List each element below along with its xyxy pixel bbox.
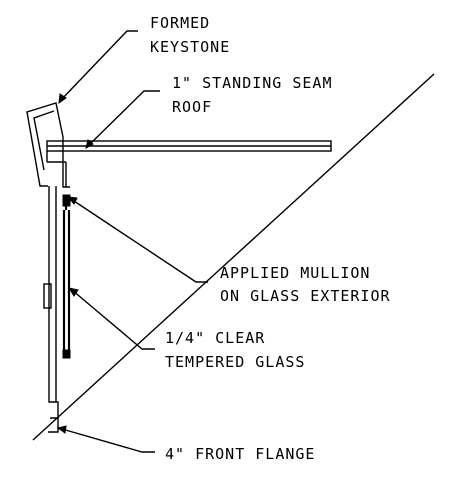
label-keystone: KEYSTONE: [150, 38, 230, 56]
label-roof-line2: ROOF: [172, 98, 212, 116]
label-mullion-line1: APPLIED MULLION: [220, 264, 370, 282]
section-cut-line: [32, 73, 435, 441]
leader-keystone: [58, 30, 138, 105]
applied-mullion: [62, 194, 71, 210]
label-roof-line1: 1" STANDING SEAM: [172, 74, 333, 92]
leader-flange: [56, 425, 155, 453]
leader-mullion: [66, 196, 208, 283]
label-mullion-line2: ON GLASS EXTERIOR: [220, 287, 391, 305]
standing-seam-roof: [46, 140, 332, 163]
label-glass-line2: TEMPERED GLASS: [165, 353, 305, 371]
label-flange: 4" FRONT FLANGE: [165, 445, 315, 463]
formed-keystone: [26, 102, 70, 188]
label-formed: FORMED: [150, 14, 210, 32]
front-frame: [43, 162, 67, 419]
label-glass-line1: 1/4" CLEAR: [165, 329, 265, 347]
tempered-glass: [62, 210, 71, 359]
front-flange: [48, 418, 59, 433]
leader-glass: [67, 287, 155, 350]
leader-roof: [85, 90, 160, 150]
